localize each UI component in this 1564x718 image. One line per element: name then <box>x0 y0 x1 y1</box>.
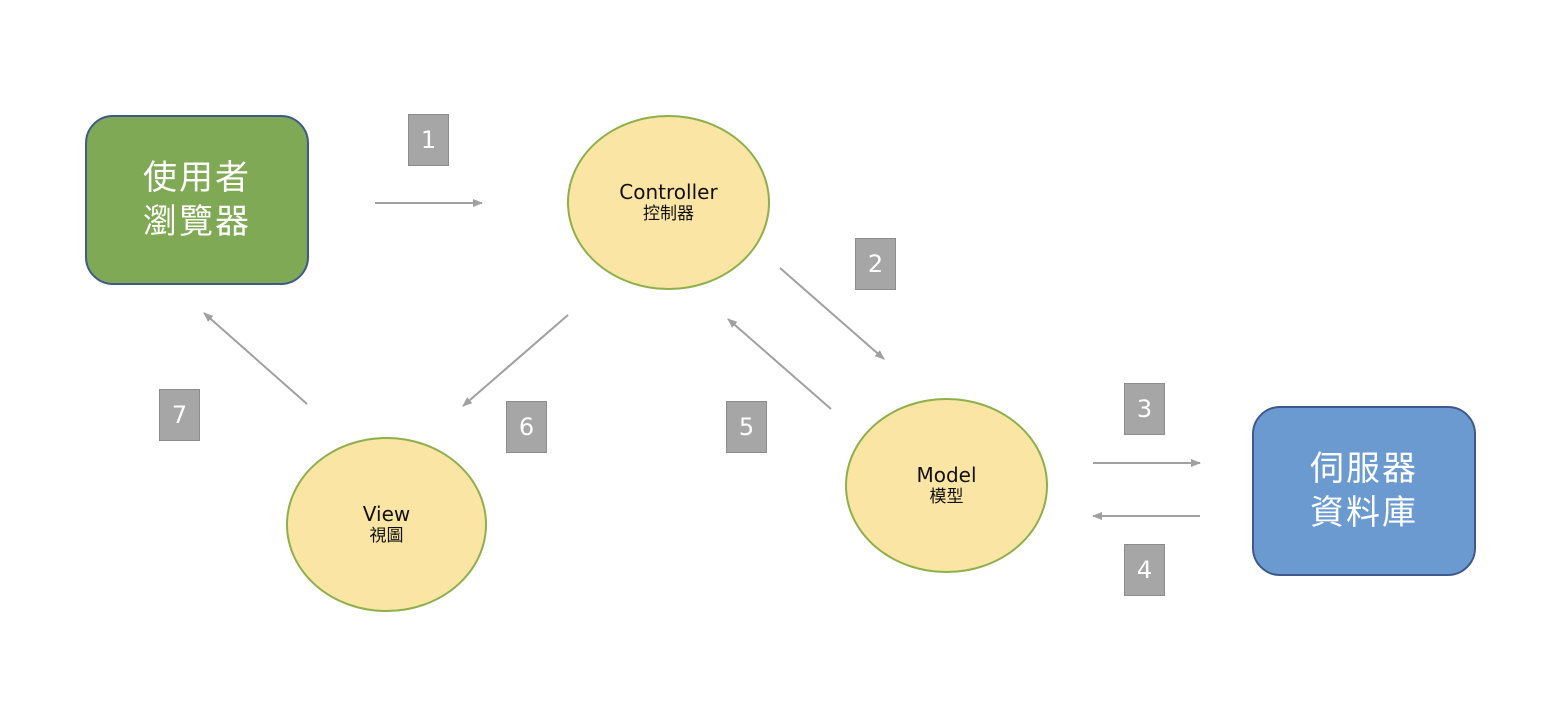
model-node: Model 模型 <box>845 398 1048 573</box>
arrow-2-controller-to-model <box>779 267 885 360</box>
controller-node: Controller 控制器 <box>567 115 770 290</box>
user-browser-line2: 瀏覽器 <box>143 202 251 242</box>
view-label-zh: 視圖 <box>369 526 404 546</box>
server-database-line1: 伺服器 <box>1310 449 1418 489</box>
controller-label-en: Controller <box>619 180 718 204</box>
arrow-5-model-to-controller <box>727 318 832 410</box>
view-label-en: View <box>362 502 411 526</box>
step-badge-7: 7 <box>159 389 200 441</box>
controller-label-zh: 控制器 <box>643 204 694 224</box>
model-label-en: Model <box>916 463 977 487</box>
step-badge-5: 5 <box>726 401 767 453</box>
arrow-7-view-to-user <box>203 312 308 405</box>
server-database-node: 伺服器 資料庫 <box>1252 406 1476 576</box>
view-node: View 視圖 <box>286 437 487 612</box>
step-badge-1: 1 <box>408 114 449 166</box>
arrow-6-controller-to-view <box>462 314 569 407</box>
model-label-zh: 模型 <box>929 487 964 507</box>
user-browser-node: 使用者 瀏覽器 <box>85 115 309 285</box>
server-database-line2: 資料庫 <box>1310 493 1418 533</box>
step-badge-2: 2 <box>855 238 896 290</box>
step-badge-3: 3 <box>1124 383 1165 435</box>
step-badge-4: 4 <box>1124 544 1165 596</box>
step-badge-6: 6 <box>506 401 547 453</box>
user-browser-line1: 使用者 <box>143 158 251 198</box>
